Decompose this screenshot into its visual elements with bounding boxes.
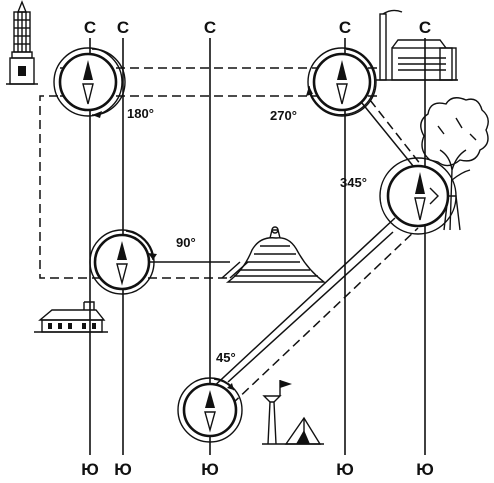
angle-label-180: 180° — [127, 106, 154, 121]
route-5-3-left — [227, 231, 394, 383]
compass-3-needle-south — [414, 197, 426, 221]
compass-1-needle-north — [83, 60, 93, 80]
route-5-3-solid — [209, 217, 396, 391]
mound-icon — [225, 226, 327, 283]
south-label-1: Ю — [81, 460, 99, 479]
angle-label-90: 90° — [176, 235, 196, 250]
compass-2-arc-arrow — [306, 86, 313, 96]
north-label-2: С — [117, 18, 129, 37]
compass-4 — [89, 229, 157, 295]
compass-1-bezel — [58, 52, 118, 112]
compass-3-needle-north — [415, 172, 425, 194]
angle-label-270: 270° — [270, 108, 297, 123]
south-label-3: Ю — [201, 460, 219, 479]
compass-2-bezel — [312, 52, 372, 112]
compass-1-outer-ring — [53, 47, 123, 117]
compass-4-needle-south — [116, 263, 128, 286]
north-labels: С С С С С — [84, 18, 431, 37]
south-label-5: Ю — [416, 460, 434, 479]
north-label-3: С — [204, 18, 216, 37]
north-label-5: С — [419, 18, 431, 37]
compass-2-outer-ring — [307, 47, 377, 117]
compass-5-needle-south — [204, 411, 216, 433]
south-label-2: Ю — [114, 460, 132, 479]
route-5-3-dash — [231, 227, 419, 405]
compass-1-needle-south — [82, 83, 94, 105]
north-label-1: С — [84, 18, 96, 37]
route-2-3-solid — [352, 91, 419, 173]
compass-2 — [306, 47, 377, 117]
factory-icon — [376, 9, 458, 81]
compass-2-needle-north — [337, 60, 347, 80]
compass-5-needle-north — [205, 390, 215, 408]
compass-1 — [53, 47, 126, 118]
compass-2-needle-south — [336, 83, 348, 105]
angle-label-345: 345° — [340, 175, 367, 190]
angle-label-45: 45° — [216, 350, 236, 365]
compass-3 — [379, 157, 457, 235]
compass-4-arc-arrow — [148, 253, 157, 260]
compass-3-sight-mark — [429, 187, 439, 205]
compass-5 — [177, 377, 243, 443]
compass-5-outer-ring — [177, 377, 243, 443]
tree-icon — [420, 97, 489, 231]
compass-4-bezel — [93, 233, 151, 291]
compass-3-bezel — [386, 164, 450, 228]
house-icon — [34, 301, 108, 333]
water-tower-icon — [6, 0, 38, 85]
compass-4-outer-ring — [89, 229, 155, 295]
compass-4-needle-north — [117, 241, 127, 260]
route-2-3-dash — [369, 99, 426, 171]
compass-1-arc-arrow — [92, 111, 102, 118]
north-label-4: С — [339, 18, 351, 37]
compass-1-angle-arc — [91, 48, 126, 116]
compass-2-angle-arc — [308, 48, 376, 116]
south-label-4: Ю — [336, 460, 354, 479]
south-labels: Ю Ю Ю Ю Ю — [81, 460, 434, 479]
campsite-icon — [262, 380, 324, 445]
compass-5-bezel — [182, 382, 238, 438]
compass-5-arc-arrow — [227, 383, 234, 390]
